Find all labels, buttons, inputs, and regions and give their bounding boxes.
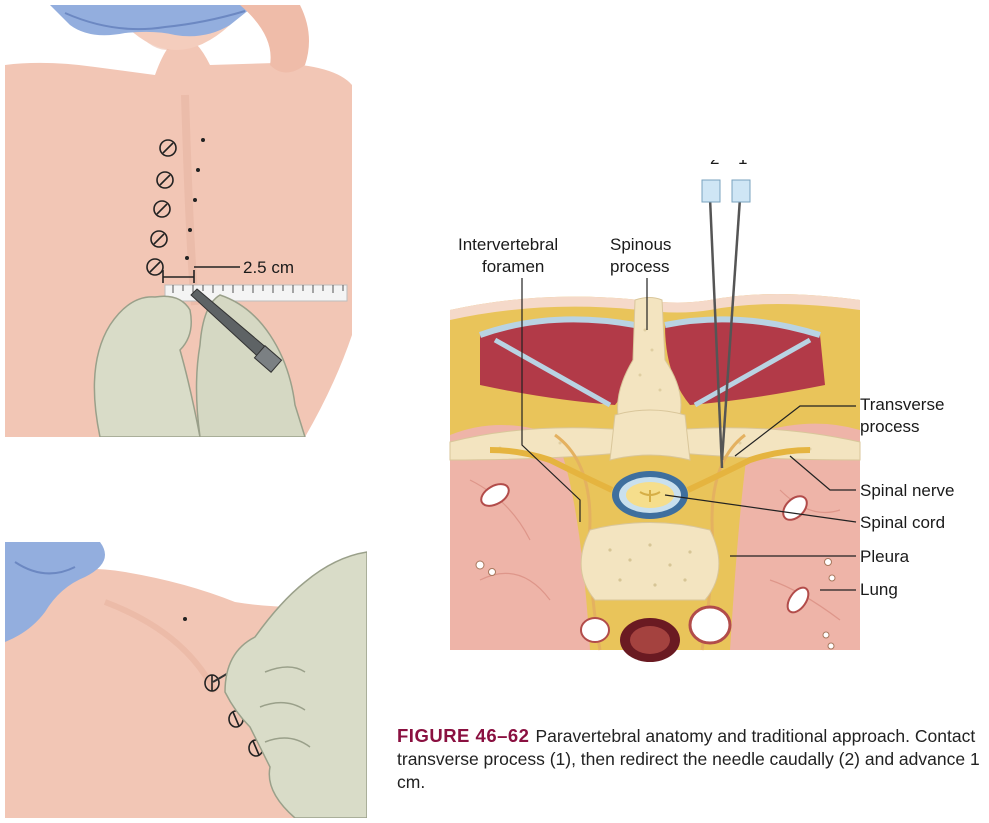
- raised-arm: [240, 5, 309, 73]
- measure-label: 2.5 cm: [243, 258, 294, 277]
- surgical-drape: [50, 5, 255, 36]
- vertebral-arch: [610, 410, 690, 460]
- label-intervertebral-foramen-1: Intervertebral: [458, 235, 558, 254]
- spinous-process-dot: [183, 617, 187, 621]
- needle-insertion-illustration: [5, 542, 367, 818]
- vertebral-body: [581, 523, 719, 601]
- paravertebral-cross-section: 2 1 Intervertebral foramen Spinous proce…: [440, 160, 989, 680]
- label-transverse-process-2: process: [860, 417, 920, 436]
- label-spinal-cord: Spinal cord: [860, 513, 945, 532]
- back-marking-illustration: 2.5 cm: [5, 5, 352, 437]
- label-spinous-process-2: process: [610, 257, 670, 276]
- label-intervertebral-foramen-2: foramen: [482, 257, 544, 276]
- aorta: [690, 607, 730, 643]
- label-transverse-process-1: Transverse: [860, 395, 944, 414]
- label-spinous-process-1: Spinous: [610, 235, 671, 254]
- azygos-vein: [581, 618, 609, 642]
- label-spinal-nerve: Spinal nerve: [860, 481, 955, 500]
- label-pleura: Pleura: [860, 547, 910, 566]
- needle-label-1: 1: [738, 160, 747, 168]
- figure-number: FIGURE 46–62: [397, 725, 529, 746]
- needle-label-2: 2: [710, 160, 719, 168]
- label-lung: Lung: [860, 580, 898, 599]
